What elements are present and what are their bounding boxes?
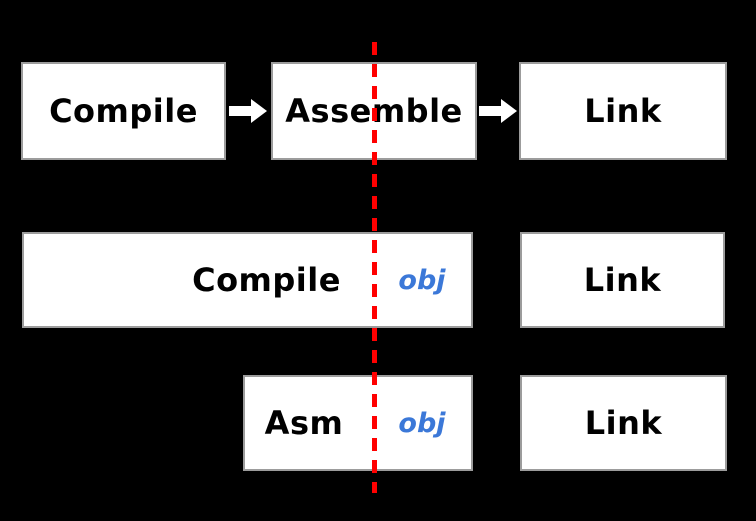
- obj-file-label: obj: [398, 264, 446, 296]
- link-stage-box: Link: [519, 62, 727, 160]
- link-stage-label: Link: [584, 92, 662, 130]
- asm-stage-box: Asm obj: [243, 375, 473, 471]
- link-stage-box: Link: [520, 375, 727, 471]
- obj-file-label: obj: [398, 407, 446, 439]
- link-stage-label: Link: [583, 261, 662, 299]
- link-stage-label: Link: [584, 404, 663, 442]
- compile-link-boundary-divider: [372, 42, 377, 493]
- compile-wide-stage-label: Compile: [192, 261, 341, 299]
- compile-stage-label: Compile: [49, 92, 198, 130]
- link-stage-box: Link: [520, 232, 725, 328]
- flow-arrow-icon: [229, 99, 267, 123]
- compile-wide-stage-box: Compile obj: [22, 232, 473, 328]
- flow-arrow-icon: [479, 99, 517, 123]
- compile-stage-box: Compile: [21, 62, 226, 160]
- asm-stage-label: Asm: [264, 404, 344, 442]
